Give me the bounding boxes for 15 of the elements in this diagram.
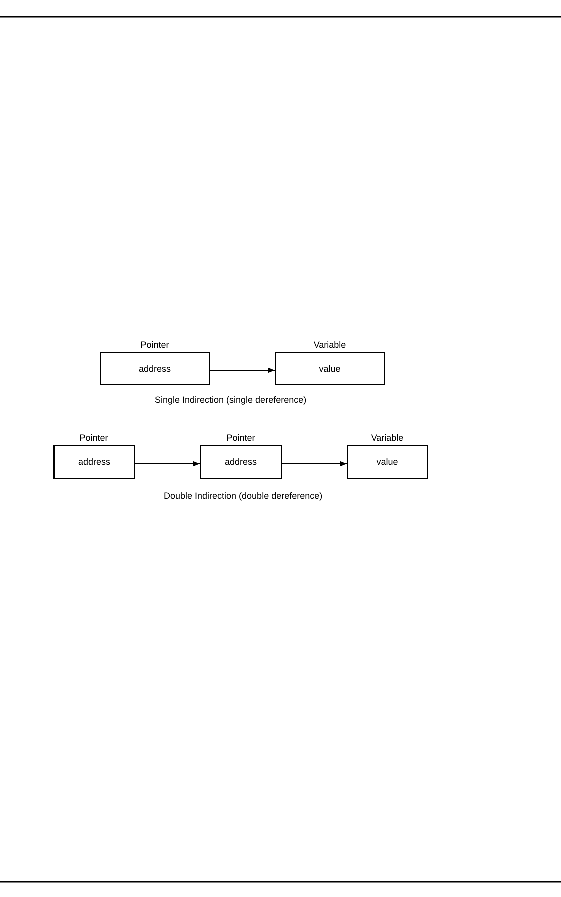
memory-cell: value xyxy=(347,445,428,479)
memory-cell: address xyxy=(53,445,135,479)
box-heading: Pointer xyxy=(226,433,256,444)
arrow xyxy=(210,368,276,374)
box-heading: Pointer xyxy=(140,340,170,351)
arrow xyxy=(134,461,200,467)
box-heading: Pointer xyxy=(78,433,110,444)
box-heading: Variable xyxy=(312,340,348,351)
box-heading: Variable xyxy=(370,433,405,444)
diagram-caption: Double Indirection (double dereference) xyxy=(164,491,323,502)
memory-cell: address xyxy=(100,352,210,385)
memory-cell: address xyxy=(200,445,282,479)
memory-cell: value xyxy=(275,352,385,385)
diagram-caption: Single Indirection (single dereference) xyxy=(155,395,307,406)
arrow xyxy=(282,461,348,467)
